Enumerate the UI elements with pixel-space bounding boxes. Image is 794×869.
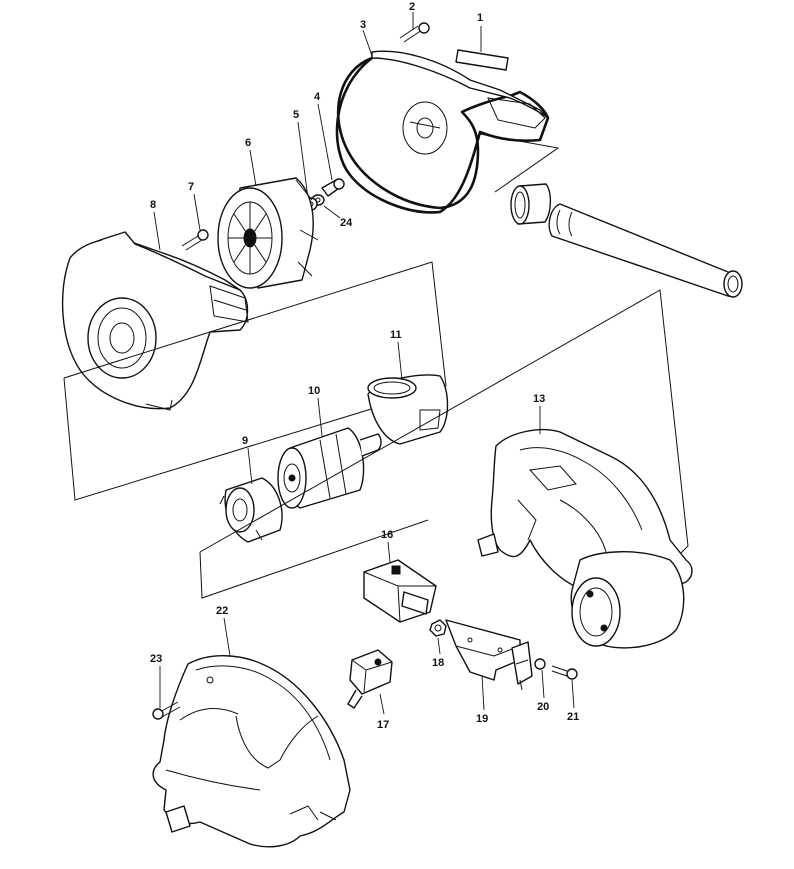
part-3-rear-housing	[335, 29, 550, 214]
callout-2: 2	[409, 1, 415, 13]
part-23-screw	[152, 666, 181, 720]
callout-16: 16	[381, 529, 393, 541]
part-19-bracket-plate	[445, 619, 521, 711]
callout-21: 21	[567, 711, 579, 723]
callout-8: 8	[150, 199, 156, 211]
callout-22: 22	[216, 605, 228, 617]
part-7-screw	[181, 193, 209, 251]
callout-20: 20	[537, 701, 549, 713]
part-10-motor	[277, 397, 382, 509]
callout-11: 11	[390, 329, 402, 341]
callout-4: 4	[314, 91, 321, 103]
callout-18: 18	[432, 657, 444, 669]
part-20-washer	[511, 641, 546, 699]
part-6-fan-impeller	[217, 149, 319, 289]
callout-24: 24	[340, 217, 353, 229]
callout-9: 9	[242, 435, 248, 447]
part-11-motor-sleeve	[367, 341, 449, 445]
part-21-screw	[551, 665, 578, 709]
callout-23: 23	[150, 653, 162, 665]
callout-numbers: 1 2 3 4 5 6 7 8 9 10 11 13 16 17 18 19 2…	[150, 1, 579, 731]
callout-7: 7	[188, 181, 194, 193]
blower-nozzle-tube	[548, 203, 743, 298]
callout-17: 17	[377, 719, 389, 731]
callout-6: 6	[245, 137, 251, 149]
part-18-nut	[429, 619, 447, 655]
callout-5: 5	[293, 109, 299, 121]
part-22-left-housing-half	[152, 617, 351, 848]
part-1-label-plate	[455, 26, 509, 71]
callout-13: 13	[533, 393, 545, 405]
callout-10: 10	[308, 385, 320, 397]
part-9-motor-bracket	[219, 447, 283, 543]
part-16-switch	[363, 541, 437, 623]
part-2-screw	[399, 12, 430, 43]
callout-1: 1	[477, 12, 483, 24]
callout-19: 19	[476, 713, 488, 725]
part-17-switch-lever	[347, 649, 393, 715]
part-8-front-housing	[61, 211, 249, 411]
assembly-frame-lower-left	[199, 519, 429, 599]
part-13-right-housing-half	[477, 406, 693, 649]
part-4-screw	[317, 103, 345, 197]
assembly-frame-left	[63, 261, 447, 501]
nozzle-coupler-ring	[510, 183, 552, 225]
assembly-frame-top	[479, 133, 560, 193]
callout-3: 3	[360, 19, 366, 31]
